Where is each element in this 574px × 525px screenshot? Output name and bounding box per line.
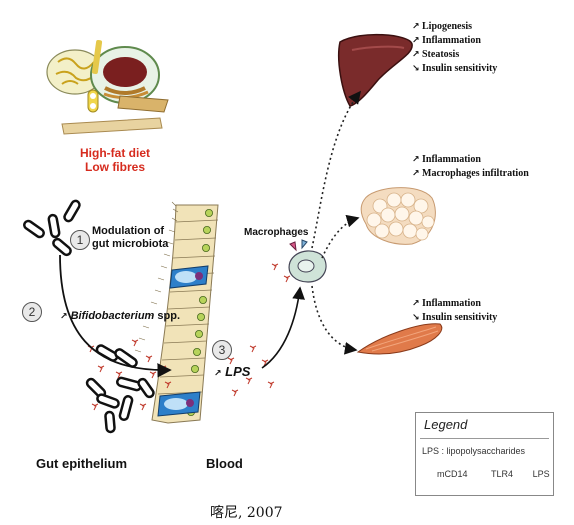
citation: 喀尼, 2007 [210, 505, 283, 521]
liver-effect-1-arrow: ↗ [412, 22, 420, 32]
muscle-effect-item: ↗Inflammation [412, 297, 497, 311]
liver-effect-item: ↗Steatosis [412, 48, 497, 62]
legend-box: Legend LPS : lipopolysaccharides mCD14 T… [415, 412, 554, 496]
adipose-effect-2-arrow: ↗ [412, 169, 420, 179]
step-3-arrow: ↗ [214, 369, 222, 379]
step-3-text: LPS [225, 364, 251, 379]
adipose-effect-2-text: Macrophages infiltration [422, 168, 529, 179]
liver-effect-3-arrow: ↗ [412, 50, 420, 60]
blood-label: Blood [206, 456, 243, 471]
step-3-badge: 3 [212, 340, 232, 360]
step-1-text-line-1: Modulation of [92, 225, 165, 237]
step-2-arrow: ↗ [60, 312, 68, 322]
liver-effect-3-text: Steatosis [422, 49, 460, 60]
adipose-illustration [360, 187, 436, 245]
legend-item-lps: LPS [532, 469, 550, 479]
muscle-effect-1-arrow: ↗ [412, 299, 420, 309]
liver-effect-2-arrow: ↗ [412, 36, 420, 46]
legend-items: mCD14 TLR4 LPS [422, 469, 550, 479]
bacteria [23, 199, 155, 434]
goblet-cell [157, 265, 209, 417]
step-1-text-line-2: gut microbiota [92, 238, 169, 250]
adipose-effect-item: ↗Macrophages infiltration [412, 167, 529, 181]
liver-effect-4-arrow: ↘ [412, 64, 420, 74]
macrophage-cell [288, 239, 327, 283]
legend-item-tlr4: TLR4 [491, 469, 514, 479]
step-3-lps-label: ↗ LPS [214, 364, 250, 379]
legend-lps-definition: LPS : lipopolysaccharides [422, 446, 526, 456]
adipose-effect-item: ↗Inflammation [412, 153, 529, 167]
bifidobacterium-suffix: spp. [154, 310, 181, 322]
liver-illustration [337, 33, 413, 107]
gut-epithelium-label: Gut epithelium [36, 456, 127, 471]
legend-title: Legend [424, 417, 468, 432]
step-1-badge: 1 [70, 230, 90, 250]
adipose-effect-1-text: Inflammation [422, 154, 481, 165]
legend-item-mcd14: mCD14 [437, 469, 468, 479]
liver-effect-item: ↗Lipogenesis [412, 20, 497, 34]
liver-effect-4-text: Insulin sensitivity [422, 63, 498, 74]
food-illustration [46, 40, 169, 135]
bifidobacterium-label: Bifidobacterium [70, 310, 155, 322]
liver-effect-item: ↘Insulin sensitivity [412, 62, 497, 76]
adipose-effects-list: ↗Inflammation ↗Macrophages infiltration [412, 153, 529, 181]
step-2-text: ↗ Bifidobacterium spp. [60, 310, 180, 322]
macrophages-label: Macrophages [244, 227, 309, 238]
step-1-text: Modulation of gut microbiota [92, 225, 168, 251]
diet-line-2: Low fibres [84, 160, 145, 174]
muscle-effect-1-text: Inflammation [422, 298, 481, 309]
liver-effect-item: ↗Inflammation [412, 34, 497, 48]
liver-effect-2-text: Inflammation [422, 35, 481, 46]
diet-label: High-fat diet Low fibres [80, 146, 150, 174]
muscle-illustration [356, 323, 443, 355]
step-2-badge: 2 [22, 302, 42, 322]
muscle-effect-item: ↘Insulin sensitivity [412, 311, 497, 325]
legend-divider [420, 438, 549, 439]
liver-effects-list: ↗Lipogenesis ↗Inflammation ↗Steatosis ↘I… [412, 20, 497, 76]
diet-line-1: High-fat diet [80, 146, 150, 160]
muscle-effect-2-arrow: ↘ [412, 313, 420, 323]
liver-effect-1-text: Lipogenesis [422, 21, 473, 32]
muscle-effect-2-text: Insulin sensitivity [422, 312, 498, 323]
muscle-effects-list: ↗Inflammation ↘Insulin sensitivity [412, 297, 497, 325]
adipose-effect-1-arrow: ↗ [412, 155, 420, 165]
